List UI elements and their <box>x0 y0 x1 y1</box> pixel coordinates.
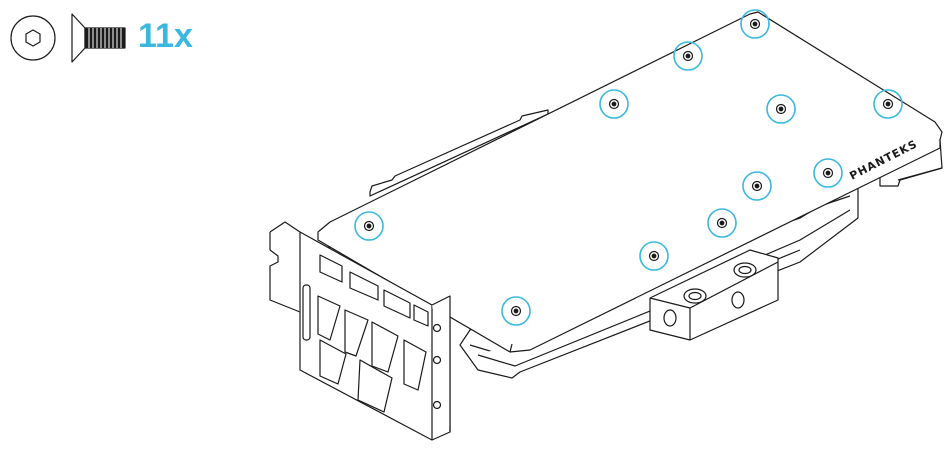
countersunk-screw-icon <box>71 13 126 63</box>
screw <box>673 41 703 71</box>
hex-socket-icon <box>10 15 56 61</box>
mounting-plate: PHANTEKS <box>317 11 943 353</box>
screw <box>354 211 384 241</box>
screw-quantity-label: 11x <box>138 17 193 55</box>
screws <box>354 9 903 326</box>
screw <box>740 9 770 39</box>
screw <box>639 241 669 271</box>
screw <box>501 296 531 326</box>
screw <box>707 208 737 238</box>
screw <box>599 89 629 119</box>
legend <box>10 13 126 63</box>
terminal-block <box>649 249 779 341</box>
screw <box>742 171 772 201</box>
screw <box>873 89 903 119</box>
screw <box>766 94 796 124</box>
io-bracket <box>269 221 451 441</box>
screw <box>813 158 843 188</box>
